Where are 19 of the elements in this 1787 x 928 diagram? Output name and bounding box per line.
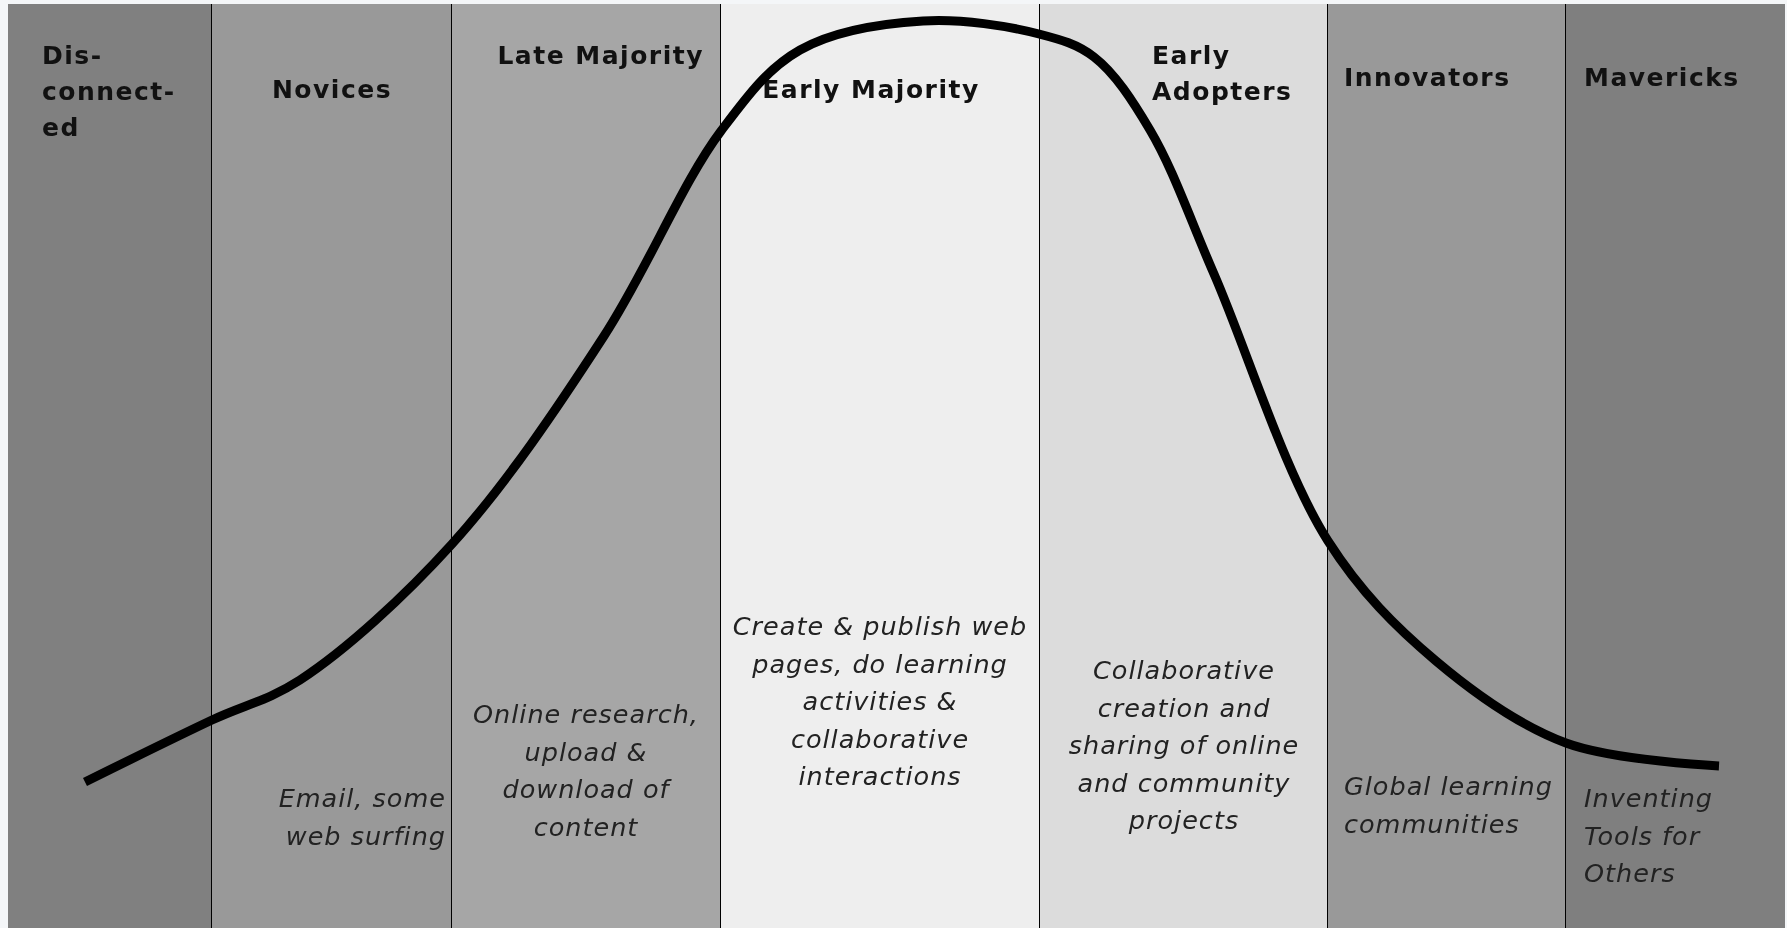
column-band	[721, 4, 1040, 928]
stage-heading: Early Adopters	[1152, 40, 1294, 108]
column-band	[1040, 4, 1328, 928]
stage-heading: Early Majority	[761, 74, 981, 106]
stage-description: Create & publish web pages, do learning activities & collaborative interactions	[731, 610, 1029, 793]
stage-heading: Novices	[270, 74, 394, 106]
stage-description: Inventing Tools for Others	[1584, 782, 1715, 890]
stage-description: Email, some web surfing	[277, 782, 446, 853]
stage-heading: Innovators	[1344, 62, 1512, 94]
column-band	[1566, 4, 1785, 928]
column-band	[452, 4, 721, 928]
stage-description: Global learning communities	[1344, 770, 1554, 841]
column-band	[1328, 4, 1566, 928]
stage-heading: Mavericks	[1584, 62, 1741, 94]
stage-description: Collaborative creation and sharing of online and community projects	[1067, 654, 1301, 837]
stage-description: Online research, upload & download of content	[472, 698, 700, 844]
column-band	[8, 4, 212, 928]
stage-heading: Late Majority	[496, 40, 704, 72]
column-band	[212, 4, 452, 928]
